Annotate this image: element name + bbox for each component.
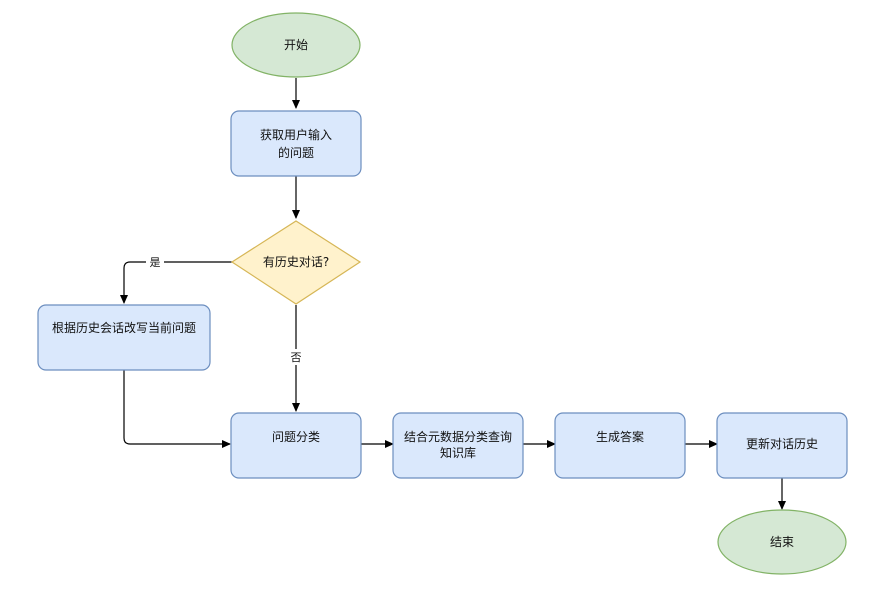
- rewrite-question-label: 根据历史会话改写当前问题: [52, 320, 196, 335]
- rewrite-question-node: 根据历史会话改写当前问题: [37, 304, 211, 371]
- update-history-node: 更新对话历史: [716, 412, 848, 479]
- edge-label-yes-bg: [146, 254, 164, 270]
- update-history-label: 更新对话历史: [746, 436, 818, 451]
- classify-question-node: 问题分类: [230, 412, 362, 479]
- edge-decision-yes-to-rewrite: [120, 261, 232, 304]
- edges: [120, 78, 786, 510]
- get-input-label-line2: 的问题: [278, 145, 314, 160]
- generate-answer-label: 生成答案: [596, 429, 644, 444]
- query-kb-label-line2: 知识库: [440, 445, 476, 460]
- generate-answer-node: 生成答案: [554, 412, 686, 479]
- start-node: 开始: [231, 12, 361, 78]
- has-history-decision: 有历史对话?: [230, 220, 362, 305]
- end-label: 结束: [770, 535, 794, 549]
- query-knowledge-base-node: 结合元数据分类查询 知识库: [392, 412, 524, 479]
- edge-rewrite-to-classify: [123, 370, 231, 448]
- start-label: 开始: [284, 38, 308, 52]
- end-node: 结束: [717, 509, 847, 575]
- query-kb-label-line1: 结合元数据分类查询: [404, 429, 512, 444]
- classify-question-label: 问题分类: [272, 430, 320, 444]
- edge-label-no: 否: [291, 351, 302, 364]
- edge-label-yes: 是: [150, 256, 161, 269]
- get-input-label-line1: 获取用户输入: [260, 127, 332, 142]
- edge-label-no-bg: [287, 349, 305, 365]
- has-history-label: 有历史对话?: [263, 255, 329, 269]
- get-input-node: 获取用户输入 的问题: [230, 110, 362, 177]
